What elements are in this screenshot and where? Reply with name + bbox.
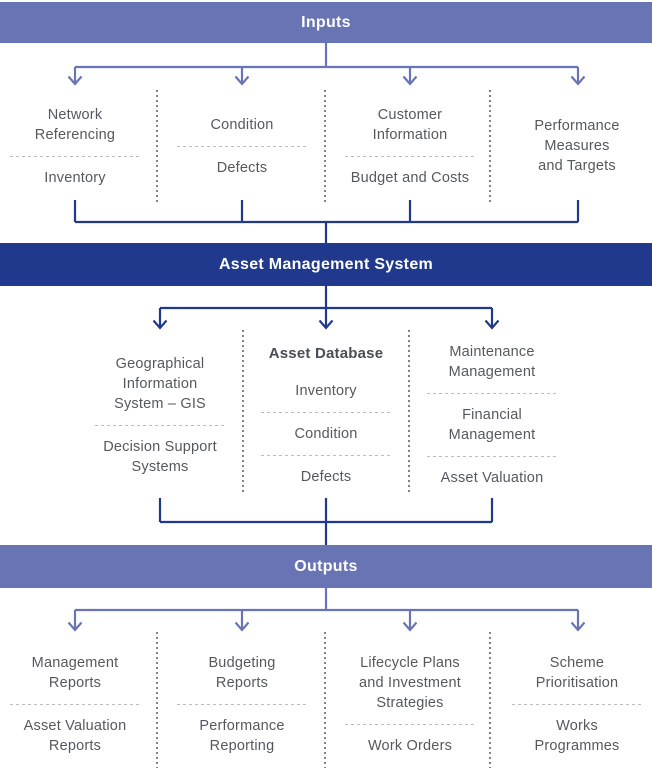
- output-item: Budgeting Reports: [208, 654, 276, 691]
- item-separator: [10, 703, 140, 705]
- output-column-lifecycle-plans: Lifecycle Plans and Investment Strategie…: [335, 642, 485, 766]
- connector-line: [73, 200, 580, 244]
- asset-management-system-label: Asset Management System: [218, 255, 434, 273]
- system-item: Decision Support Systems: [103, 438, 217, 475]
- input-item: Inventory: [44, 169, 106, 186]
- input-item: Performance Measures and Targets: [534, 118, 620, 174]
- system-item: Geographical Information System – GIS: [114, 355, 206, 412]
- output-item: Lifecycle Plans and Investment Strategie…: [359, 654, 461, 711]
- output-item: Performance Reporting: [199, 717, 285, 754]
- arrow-down-icon: [152, 319, 500, 330]
- item-separator: [427, 456, 557, 457]
- output-item: Scheme Prioritisation: [535, 654, 619, 691]
- column-divider: [324, 632, 326, 768]
- input-item: Network Referencing: [34, 106, 116, 143]
- input-item: Customer Information: [372, 106, 448, 143]
- system-item: Defects: [300, 468, 352, 485]
- item-separator: [261, 454, 391, 456]
- system-branch-connector: [152, 286, 500, 330]
- column-divider: [324, 90, 326, 204]
- input-column-customer-information: Customer Information Budget and Costs: [335, 92, 485, 200]
- connector-line: [158, 286, 494, 327]
- input-item: Defects: [216, 159, 268, 176]
- output-column-management-reports: Management Reports Asset Valuation Repor…: [0, 642, 150, 766]
- arrow-down-icon: [67, 75, 586, 86]
- system-merge-connector: [158, 498, 494, 546]
- system-column-gis: Geographical Information System – GIS De…: [80, 336, 240, 494]
- column-divider: [156, 90, 158, 204]
- inputs-branch-connector: [67, 43, 586, 86]
- input-column-condition: Condition Defects: [167, 92, 317, 200]
- connector-line: [73, 588, 580, 629]
- output-item: Works Programmes: [534, 717, 620, 754]
- outputs-header-bar: Outputs: [0, 545, 652, 588]
- column-divider: [156, 632, 158, 768]
- input-column-network-referencing: Network Referencing Inventory: [0, 92, 150, 200]
- system-item: Inventory: [295, 382, 357, 399]
- item-separator: [177, 145, 307, 147]
- asset-management-system-header-bar: Asset Management System: [0, 243, 652, 286]
- item-separator: [345, 723, 475, 725]
- column-divider: [489, 632, 491, 768]
- item-separator: [177, 703, 307, 705]
- system-column-asset-database: Asset Database Inventory Condition Defec…: [246, 336, 406, 494]
- system-item: Condition: [294, 425, 358, 442]
- asset-database-title: Asset Database: [268, 344, 384, 362]
- inputs-header-bar: Inputs: [0, 2, 652, 43]
- output-item: Asset Valuation Reports: [23, 717, 127, 754]
- system-item: Asset Valuation: [440, 470, 544, 486]
- item-separator: [427, 393, 557, 394]
- input-item: Condition: [210, 116, 274, 133]
- inputs-merge-connector: [73, 200, 580, 244]
- item-separator: [512, 703, 642, 705]
- input-item: Budget and Costs: [350, 169, 470, 186]
- item-separator: [95, 424, 225, 426]
- system-item: Financial Management: [448, 407, 536, 443]
- item-separator: [345, 155, 475, 157]
- system-item: Maintenance Management: [448, 344, 536, 380]
- outputs-branch-connector: [67, 588, 586, 632]
- output-column-scheme-prioritisation: Scheme Prioritisation Works Programmes: [502, 642, 652, 766]
- item-separator: [261, 411, 391, 413]
- column-divider: [489, 90, 491, 204]
- output-column-budgeting-reports: Budgeting Reports Performance Reporting: [167, 642, 317, 766]
- connector-line: [73, 43, 580, 84]
- outputs-header-label: Outputs: [294, 557, 358, 575]
- inputs-header-label: Inputs: [301, 13, 351, 31]
- output-item: Management Reports: [31, 654, 119, 691]
- input-column-performance-measures: Performance Measures and Targets: [502, 92, 652, 200]
- column-divider: [242, 330, 244, 494]
- system-column-maintenance-management: Maintenance Management Financial Managem…: [412, 336, 572, 494]
- column-divider: [408, 330, 410, 494]
- arrow-down-icon: [67, 621, 586, 632]
- item-separator: [10, 155, 140, 157]
- output-item: Work Orders: [367, 737, 453, 754]
- connector-line: [158, 498, 494, 546]
